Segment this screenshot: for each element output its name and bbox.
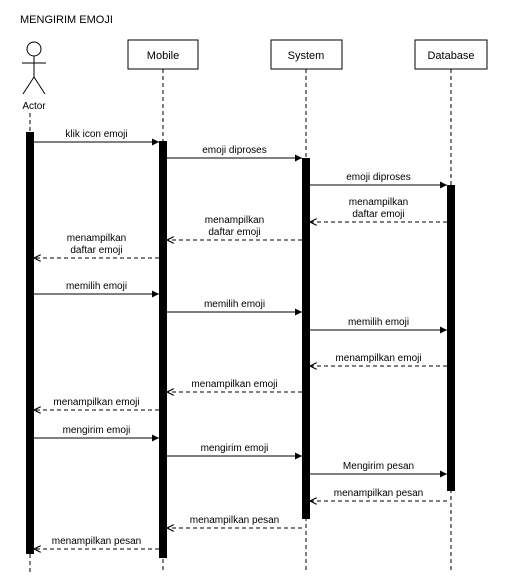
message-3: emoji diproses xyxy=(310,172,447,189)
message-label: menampilkan emoji xyxy=(335,353,421,364)
message-label: menampilkan pesan xyxy=(52,536,142,547)
message-label: menampilkan emoji xyxy=(53,397,139,408)
message-label: menampilkan xyxy=(67,233,126,244)
message-label: menampilkan emoji xyxy=(191,379,277,390)
mobile-activation xyxy=(159,141,167,558)
message-17: menampilkan pesan xyxy=(167,515,302,528)
actor-figure xyxy=(22,41,46,95)
participant-database: Database xyxy=(414,39,488,70)
message-13: mengirim emoji xyxy=(34,425,159,442)
message-label: menampilkan xyxy=(205,215,264,226)
message-label: menampilkan pesan xyxy=(334,488,424,499)
message-18: menampilkan pesan xyxy=(34,536,159,549)
system-activation xyxy=(302,158,310,519)
database-activation xyxy=(447,185,455,491)
message-label: mengirim emoji xyxy=(201,443,269,454)
message-15: Mengirim pesan xyxy=(310,461,447,478)
message-14: mengirim emoji xyxy=(167,443,302,460)
participant-mobile-label: Mobile xyxy=(147,50,179,62)
message-label: Mengirim pesan xyxy=(343,461,414,472)
message-11: menampilkan emoji xyxy=(167,379,302,392)
message-label: menampilkan pesan xyxy=(190,515,280,526)
participant-system: System xyxy=(270,39,343,70)
message-label: daftar emoji xyxy=(352,209,404,220)
participant-mobile: Mobile xyxy=(127,39,199,70)
participant-system-label: System xyxy=(288,50,325,62)
participant-database-label: Database xyxy=(427,50,474,62)
message-label: daftar emoji xyxy=(70,245,122,256)
message-label: emoji diproses xyxy=(202,145,266,156)
message-label: emoji diproses xyxy=(346,172,410,183)
message-2: emoji diproses xyxy=(167,145,302,162)
message-label: memilih emoji xyxy=(348,317,409,328)
message-label: menampilkan xyxy=(349,197,408,208)
message-12: menampilkan emoji xyxy=(34,397,159,410)
message-9: memilih emoji xyxy=(310,317,447,334)
message-label: mengirim emoji xyxy=(63,425,131,436)
message-label: memilih emoji xyxy=(204,299,265,310)
message-label: klik icon emoji xyxy=(65,129,127,140)
message-label: memilih emoji xyxy=(66,281,127,292)
message-8: memilih emoji xyxy=(167,299,302,316)
message-7: memilih emoji xyxy=(34,281,159,298)
messages: klik icon emoji emoji diproses emoji dipro… xyxy=(34,129,447,549)
actor-activation xyxy=(26,132,34,554)
diagram-title: MENGIRIM EMOJI xyxy=(20,14,113,26)
actor-label: Actor xyxy=(22,101,46,112)
message-16: menampilkan pesan xyxy=(310,488,447,501)
message-label: daftar emoji xyxy=(208,227,260,238)
message-1: klik icon emoji xyxy=(34,129,159,146)
message-10: menampilkan emoji xyxy=(310,353,447,366)
